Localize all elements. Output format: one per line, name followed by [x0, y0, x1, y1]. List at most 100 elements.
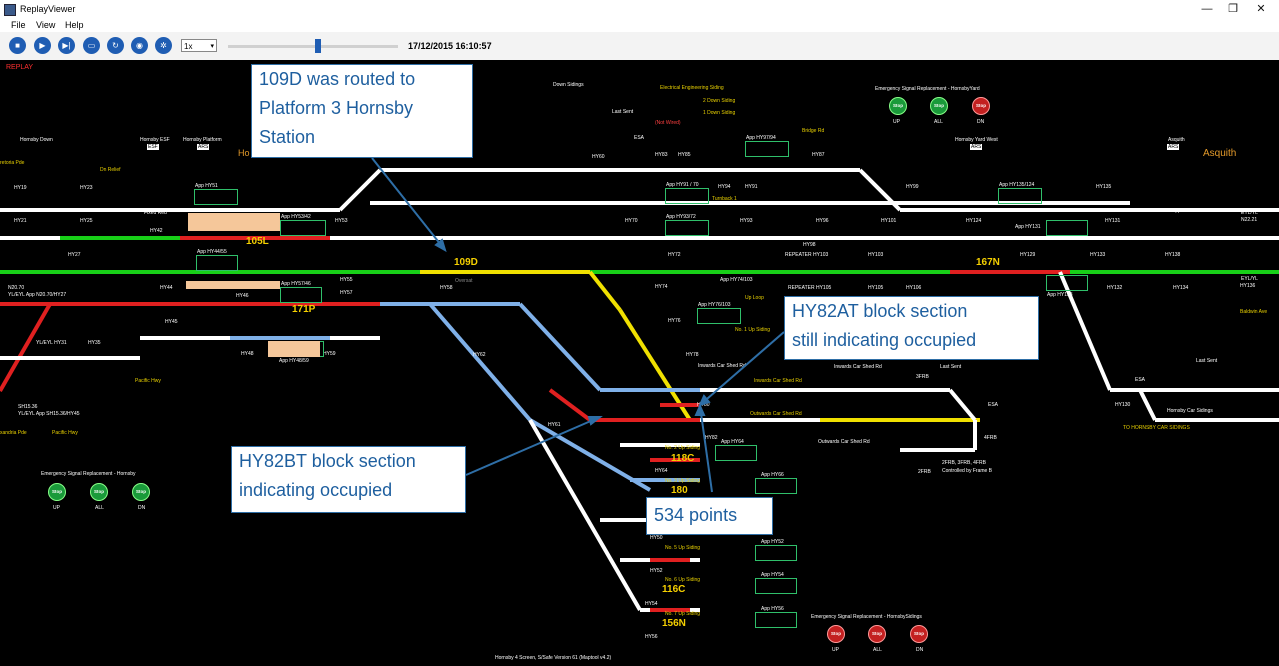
signal-hy131[interactable]: HY131: [1105, 218, 1121, 224]
stop-hornsby-up[interactable]: Stop: [48, 483, 66, 501]
menu-view[interactable]: View: [36, 20, 56, 30]
approach-box-hy133[interactable]: App HY133: [1046, 275, 1088, 298]
signal-hy46[interactable]: HY46: [236, 293, 249, 299]
signal-hy101[interactable]: HY101: [881, 218, 897, 224]
signal-hy138[interactable]: HY138: [1165, 252, 1181, 258]
approach-box-hy91-70[interactable]: App HY91 / 70: [665, 182, 709, 204]
signal-hy135[interactable]: HY135: [1096, 184, 1112, 190]
signal-hy59[interactable]: HY59: [323, 351, 336, 357]
stop-hornsby-dn[interactable]: Stop: [132, 483, 150, 501]
stop-sidings-all[interactable]: Stop: [868, 625, 886, 643]
signal-hy61[interactable]: HY61: [548, 422, 561, 428]
signal-4frb[interactable]: 4FRB: [984, 435, 997, 441]
signal-hy105[interactable]: HY105: [868, 285, 884, 291]
menu-file[interactable]: File: [11, 20, 26, 30]
stop-yard-up[interactable]: Stop: [889, 97, 907, 115]
signal-hy50[interactable]: HY50: [650, 535, 663, 541]
signal-hy64[interactable]: HY64: [655, 468, 668, 474]
signal-hy58[interactable]: HY58: [440, 285, 453, 291]
approach-box-hy52[interactable]: App HY52: [755, 539, 797, 561]
stop-sidings-up[interactable]: Stop: [827, 625, 845, 643]
signal-hy21[interactable]: HY21: [14, 218, 27, 224]
signal-hy45[interactable]: HY45: [165, 319, 178, 325]
signal-hy72[interactable]: HY72: [668, 252, 681, 258]
signal-hy85[interactable]: HY85: [678, 152, 691, 158]
signal-n20-70[interactable]: N20.70: [8, 285, 25, 291]
signal-hy124[interactable]: HY124: [966, 218, 982, 224]
signal-hy93[interactable]: HY93: [740, 218, 753, 224]
train-id-109d[interactable]: 109D: [454, 257, 478, 268]
ars-box-asquith[interactable]: ARS: [1167, 144, 1180, 150]
train-id-116c[interactable]: 116C: [662, 584, 686, 595]
signal-hy91[interactable]: HY91: [745, 184, 758, 190]
signal-hy53[interactable]: HY53: [335, 218, 348, 224]
ars-box-yard-west[interactable]: ARS: [970, 144, 983, 150]
signal-hy48[interactable]: HY48: [241, 351, 254, 357]
camera-icon[interactable]: ◉: [131, 37, 148, 54]
signal-hy99[interactable]: HY99: [906, 184, 919, 190]
signal-hy31[interactable]: YL/EYL HY31: [36, 340, 67, 346]
signal-hy133[interactable]: HY133: [1090, 252, 1106, 258]
signal-hy80[interactable]: HY80: [697, 402, 710, 408]
menu-help[interactable]: Help: [65, 20, 84, 30]
signal-hy54[interactable]: HY54: [645, 601, 658, 607]
signal-hy94[interactable]: HY94: [718, 184, 731, 190]
signal-hy35[interactable]: HY35: [88, 340, 101, 346]
signal-hy25[interactable]: HY25: [80, 218, 93, 224]
step-forward-icon[interactable]: ▶|: [58, 37, 75, 54]
signal-hy57[interactable]: HY57: [340, 290, 353, 296]
approach-box-hy135-124[interactable]: App HY135/124: [998, 182, 1042, 204]
signal-hy129[interactable]: HY129: [1020, 252, 1036, 258]
stop-sidings-dn[interactable]: Stop: [910, 625, 928, 643]
signal-hy55[interactable]: HY55: [340, 277, 353, 283]
signal-eyl-yl-2[interactable]: EYL/YL: [1241, 276, 1258, 282]
maximize-button[interactable]: ❐: [1228, 3, 1238, 15]
signal-sh15[interactable]: SH15.36: [18, 404, 38, 410]
signal-hy52[interactable]: HY52: [650, 568, 663, 574]
signal-hy62[interactable]: HY62: [473, 352, 486, 358]
train-id-171p[interactable]: 171P: [292, 304, 316, 315]
signal-n22-21b[interactable]: App N22.21 / HY138: [1172, 208, 1218, 214]
signal-hy19[interactable]: HY19: [14, 185, 27, 191]
play-icon[interactable]: ▶: [34, 37, 51, 54]
approach-box-hy56[interactable]: App HY56: [755, 606, 797, 628]
train-id-156n[interactable]: 156N: [662, 618, 686, 629]
signal-hy96[interactable]: HY96: [816, 218, 829, 224]
stop-yard-all[interactable]: Stop: [930, 97, 948, 115]
signal-hy106[interactable]: HY106: [906, 285, 922, 291]
signal-hy98[interactable]: HY98: [803, 242, 816, 248]
train-id-167n[interactable]: 167N: [976, 257, 1000, 268]
minimize-button[interactable]: —: [1201, 3, 1213, 15]
train-id-105l[interactable]: 105L: [246, 236, 269, 247]
signal-hy23[interactable]: HY23: [80, 185, 93, 191]
signal-hy82[interactable]: HY82: [705, 435, 718, 441]
signal-hy87[interactable]: HY87: [812, 152, 825, 158]
esf-box[interactable]: ESF: [147, 144, 159, 150]
stop-hornsby-all[interactable]: Stop: [90, 483, 108, 501]
signal-hy42[interactable]: HY42: [150, 228, 163, 234]
signal-n22-21a[interactable]: N22.21: [1241, 217, 1258, 223]
approach-box-hy97-94[interactable]: App HY97/94: [745, 135, 789, 157]
approach-box-hy66[interactable]: App HY66: [755, 472, 797, 494]
signal-n20-70b[interactable]: YL/EYL App N20.70/HY27: [8, 292, 67, 298]
refresh-icon[interactable]: ↻: [107, 37, 124, 54]
approach-box-hy44-55[interactable]: App HY44/55: [196, 249, 238, 271]
timeline-slider[interactable]: [228, 45, 398, 48]
approach-box-hy53-42[interactable]: App HY53/42: [280, 214, 326, 236]
signal-eyl-yl-1[interactable]: EYL/YL: [1241, 210, 1258, 216]
signal-hy56[interactable]: HY56: [645, 634, 658, 640]
signal-hy78[interactable]: HY78: [686, 352, 699, 358]
signal-hy132[interactable]: HY132: [1107, 285, 1123, 291]
approach-box-hy76-103[interactable]: App HY76/103: [697, 302, 741, 324]
approach-box-hy54[interactable]: App HY54: [755, 572, 797, 594]
gear-icon[interactable]: ✲: [155, 37, 172, 54]
approach-box-hy64[interactable]: App HY64: [715, 439, 757, 461]
train-id-118c[interactable]: 118C: [671, 453, 695, 464]
signal-2frb[interactable]: 2FRB: [918, 469, 931, 475]
signal-hy70[interactable]: HY70: [625, 218, 638, 224]
speed-select[interactable]: 1x▾: [181, 39, 217, 52]
timeline-slider-thumb[interactable]: [315, 39, 322, 53]
approach-box-hy93-72[interactable]: App HY93/72: [665, 214, 709, 236]
approach-box-hy131[interactable]: App HY131: [1015, 220, 1088, 236]
approach-box-hy51[interactable]: App HY51: [194, 183, 238, 205]
